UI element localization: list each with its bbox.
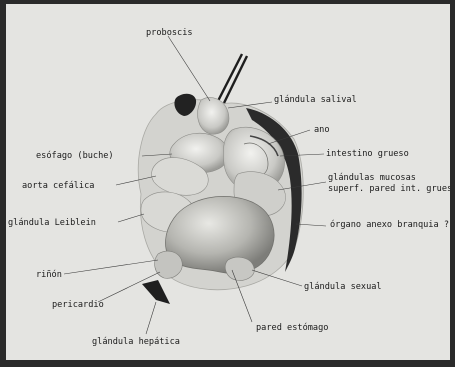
label-glandula-hepatica: glándula hepática	[92, 337, 180, 347]
label-intestino-grueso: intestino grueso	[326, 149, 409, 159]
label-proboscis: proboscis	[146, 28, 193, 38]
anatomy-diagram: proboscis glándula salival ano esófago (…	[6, 4, 450, 360]
label-rinon: riñón	[36, 269, 62, 280]
label-glandulas-mucosas-line2: superf. pared int. grueso	[328, 184, 450, 194]
label-organo-anexo-branquia: órgano anexo branquia ?	[330, 219, 449, 230]
anatomy-plate: proboscis glándula salival ano esófago (…	[6, 4, 450, 360]
label-esofago-buche: esófago (buche)	[36, 150, 114, 161]
hepatic-gland-dark	[142, 280, 170, 304]
label-pared-estomago: pared estómago	[256, 322, 328, 333]
label-pericardio: pericardio	[52, 300, 104, 310]
label-aorta-cefalica: aorta cefálica	[22, 181, 94, 191]
pericardium-organ	[155, 251, 183, 278]
proboscis-tube	[218, 54, 247, 103]
label-glandula-sexual: glándula sexual	[304, 282, 382, 292]
label-glandula-leiblein: glándula Leiblein	[8, 218, 96, 228]
label-ano: ano	[314, 125, 330, 135]
label-glandulas-mucosas-line1: glándulas mucosas	[328, 173, 416, 183]
sexual-gland-organ	[225, 257, 254, 280]
label-glandula-salival: glándula salival	[274, 95, 357, 105]
